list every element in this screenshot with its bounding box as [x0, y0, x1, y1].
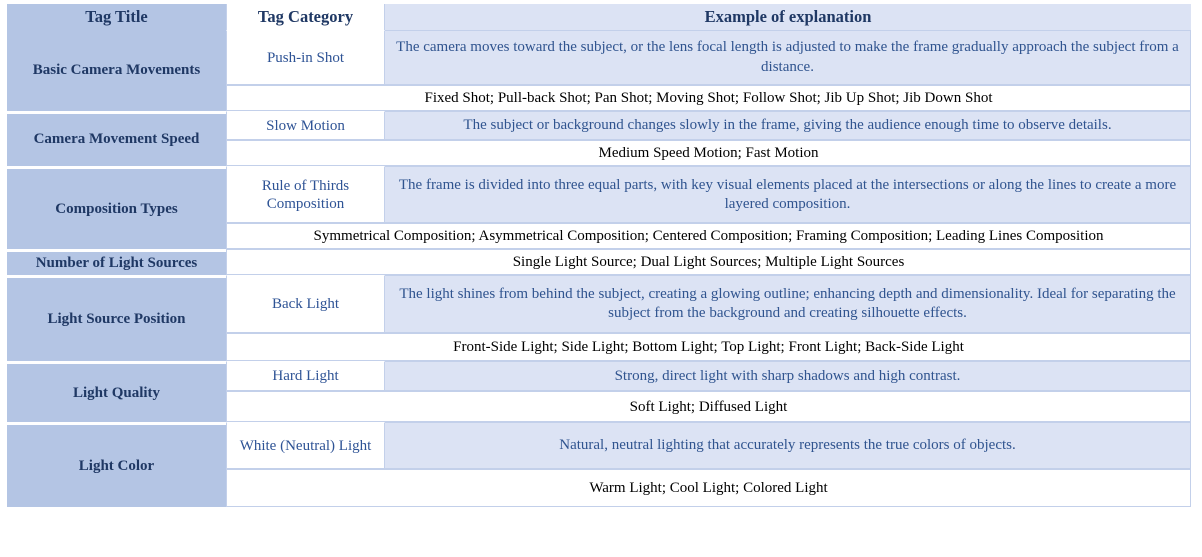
tag-title-cell: Number of Light Sources	[7, 249, 226, 276]
other-tags-cell: Single Light Source; Dual Light Sources;…	[226, 249, 1191, 276]
table-row: Fixed Shot; Pull-back Shot; Pan Shot; Mo…	[7, 85, 1191, 111]
example-explanation-cell: Strong, direct light with sharp shadows …	[385, 361, 1191, 392]
table-body: Basic Camera Movements Push-in Shot The …	[7, 30, 1191, 508]
other-tags-cell: Warm Light; Cool Light; Colored Light	[226, 469, 1191, 508]
header-row: Tag Title Tag Category Example of explan…	[7, 4, 1191, 30]
tag-category-cell: Push-in Shot	[226, 30, 385, 85]
table-row: Composition Types Rule of Thirds Composi…	[7, 166, 1191, 250]
tag-category-cell: Hard Light	[226, 361, 385, 392]
table-row: Light Source Position Back Light The lig…	[7, 275, 1191, 362]
example-explanation-cell: The camera moves toward the subject, or …	[385, 30, 1191, 85]
tag-title-cell: Composition Types	[7, 166, 226, 250]
table-row: Medium Speed Motion; Fast Motion	[7, 140, 1191, 167]
other-tags-cell: Medium Speed Motion; Fast Motion	[226, 140, 1191, 167]
table-row: Number of Light Sources Single Light Sou…	[7, 249, 1191, 276]
table-header: Tag Title Tag Category Example of explan…	[7, 4, 1191, 30]
tag-category-cell: Slow Motion	[226, 111, 385, 141]
tag-category-cell: Rule of Thirds Composition	[226, 166, 385, 224]
tag-title-cell: Light Source Position	[7, 275, 226, 362]
example-explanation-cell: Natural, neutral lighting that accuratel…	[385, 422, 1191, 470]
tag-category-cell: Back Light	[226, 275, 385, 334]
table-row: Warm Light; Cool Light; Colored Light	[7, 469, 1191, 508]
table-row: Light Color White (Neutral) Light Natura…	[7, 422, 1191, 508]
example-explanation-cell: The subject or background changes slowly…	[385, 111, 1191, 141]
table-row: Basic Camera Movements Push-in Shot The …	[7, 30, 1191, 111]
tag-taxonomy-table-container: Tag Title Tag Category Example of explan…	[7, 4, 1191, 508]
table-row: Light Quality Hard Light Strong, direct …	[7, 361, 1191, 423]
other-tags-cell: Front-Side Light; Side Light; Bottom Lig…	[226, 333, 1191, 362]
column-header-tag-title: Tag Title	[7, 4, 226, 30]
tag-title-cell: Basic Camera Movements	[7, 30, 226, 111]
table-row: Camera Movement Speed Slow Motion The su…	[7, 111, 1191, 167]
example-explanation-cell: The frame is divided into three equal pa…	[385, 166, 1191, 224]
example-explanation-cell: The light shines from behind the subject…	[385, 275, 1191, 334]
column-header-tag-category: Tag Category	[226, 4, 385, 30]
table-row: Front-Side Light; Side Light; Bottom Lig…	[7, 333, 1191, 362]
other-tags-cell: Symmetrical Composition; Asymmetrical Co…	[226, 223, 1191, 250]
tag-title-cell: Light Color	[7, 422, 226, 508]
other-tags-cell: Soft Light; Diffused Light	[226, 391, 1191, 423]
column-header-example: Example of explanation	[385, 4, 1191, 30]
other-tags-cell: Fixed Shot; Pull-back Shot; Pan Shot; Mo…	[226, 85, 1191, 111]
tag-taxonomy-table: Tag Title Tag Category Example of explan…	[7, 4, 1191, 508]
tag-title-cell: Light Quality	[7, 361, 226, 423]
tag-title-cell: Camera Movement Speed	[7, 111, 226, 167]
table-row: Symmetrical Composition; Asymmetrical Co…	[7, 223, 1191, 250]
tag-category-cell: White (Neutral) Light	[226, 422, 385, 470]
table-row: Soft Light; Diffused Light	[7, 391, 1191, 423]
